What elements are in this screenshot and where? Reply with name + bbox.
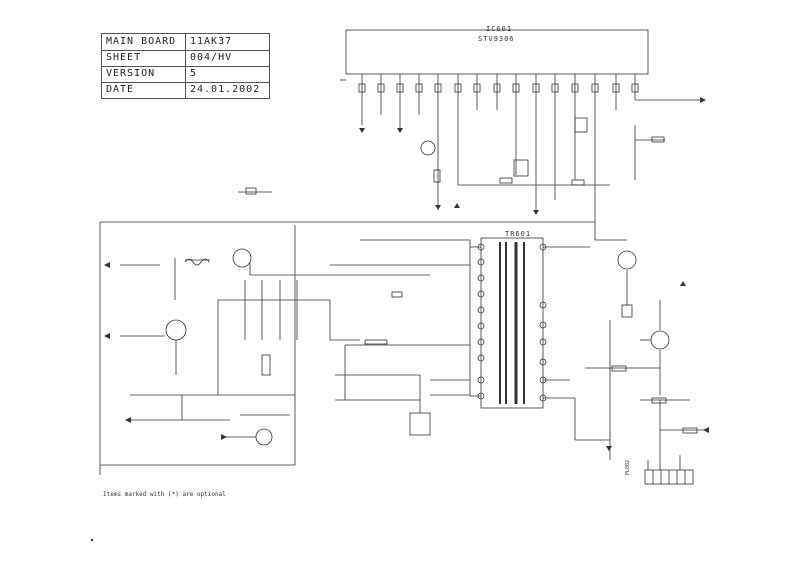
ic-part-label: STV9306 [478, 35, 515, 43]
title-value: 5 [190, 68, 198, 79]
title-key: MAIN BOARD [106, 36, 177, 47]
title-row-sheet: SHEET 004/HV [102, 50, 269, 67]
ic601-pins [361, 74, 636, 92]
ic601-body [345, 29, 649, 75]
tr601-body [480, 237, 544, 409]
title-key: VERSION [106, 68, 156, 79]
title-row-date: DATE 24.01.2002 [102, 82, 269, 98]
ic-ref-label: IC601 [486, 25, 513, 33]
title-key: SHEET [106, 52, 142, 63]
transformer-ref-label: TR601 [505, 230, 532, 238]
title-row-main-board: MAIN BOARD 11AK37 [102, 34, 269, 51]
title-row-version: VERSION 5 [102, 66, 269, 83]
title-value: 004/HV [190, 52, 233, 63]
title-value: 24.01.2002 [190, 84, 261, 95]
title-block: MAIN BOARD 11AK37 SHEET 004/HV VERSION 5… [101, 33, 270, 99]
title-value: 11AK37 [190, 36, 233, 47]
footnote: Items marked with (*) are optional [103, 491, 226, 498]
title-key: DATE [106, 84, 135, 95]
